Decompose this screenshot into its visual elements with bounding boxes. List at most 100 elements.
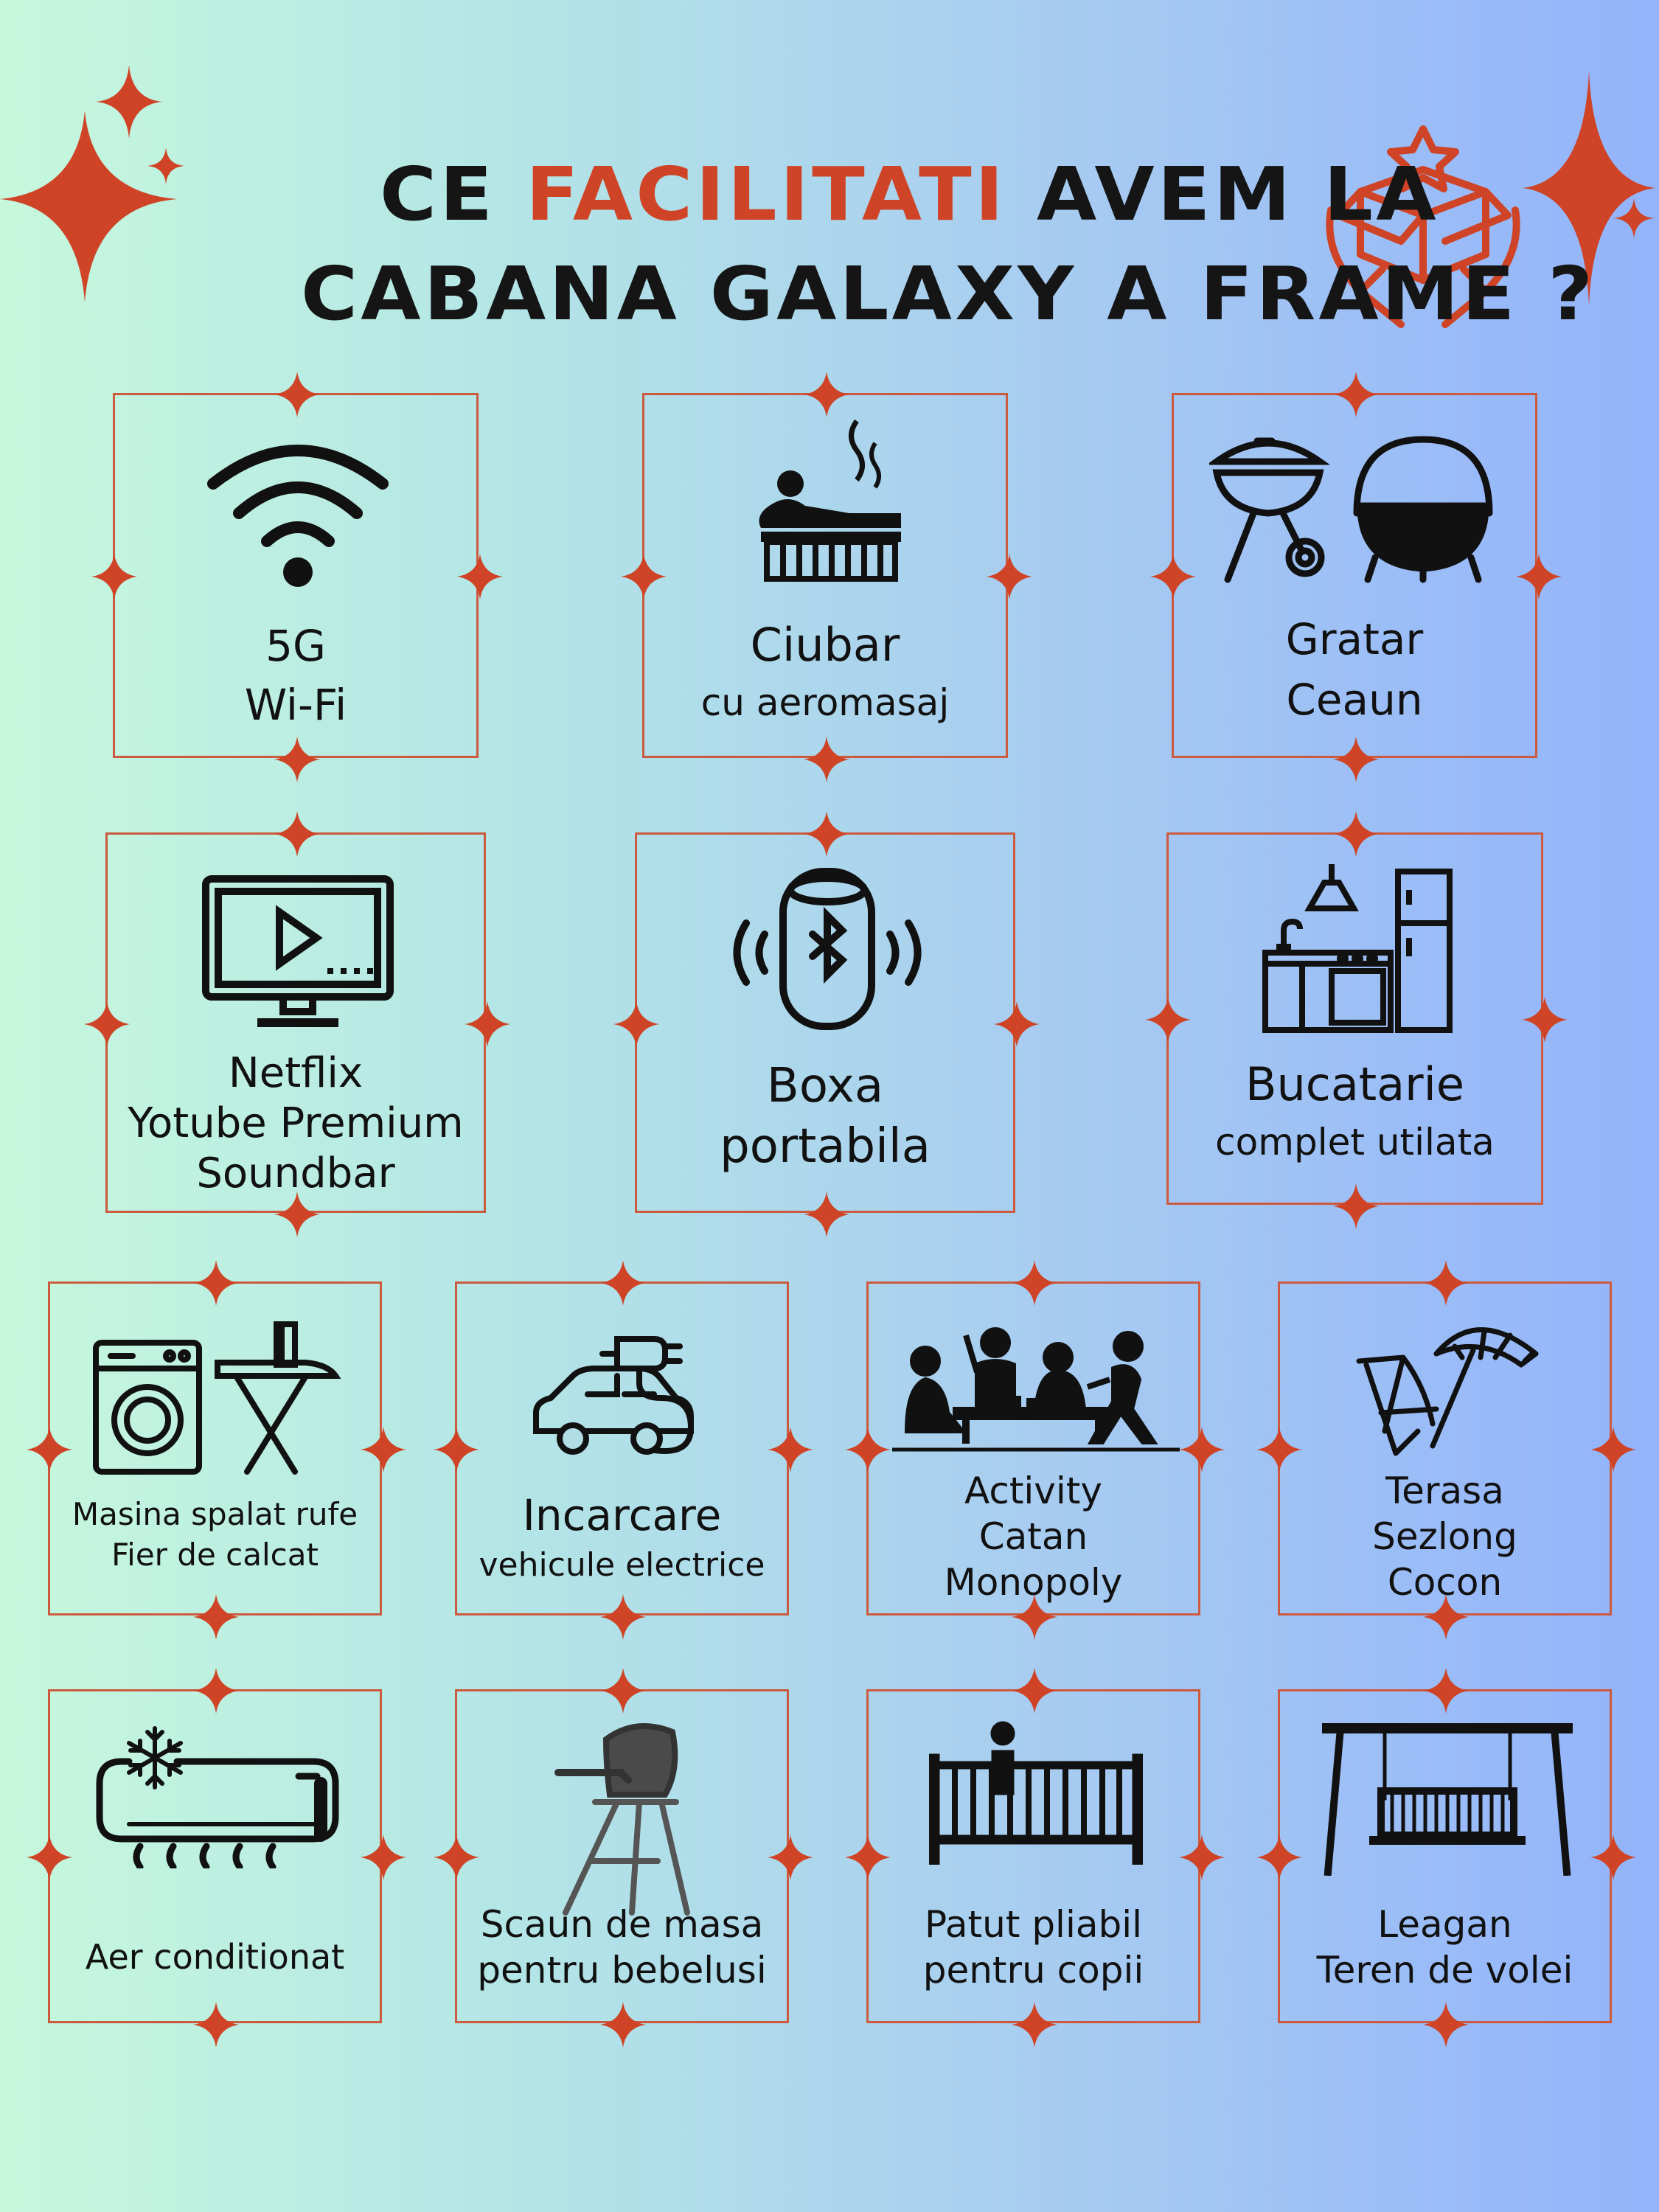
sparkle-icon xyxy=(620,554,667,599)
kitchen-icon xyxy=(1262,864,1453,1037)
sparkle-icon xyxy=(613,1001,659,1047)
sparkle-icon xyxy=(193,1667,239,1714)
facility-label-line: Scaun de masa xyxy=(480,1903,764,1946)
facility-label-line: Gratar xyxy=(1285,614,1424,664)
sparkle-icon xyxy=(600,1593,646,1640)
sparkle-icon xyxy=(456,554,503,599)
facility-label-line: Fier de calcat xyxy=(111,1537,319,1573)
title-line-2: CABANA GALAXY A FRAME ? xyxy=(301,251,1596,337)
sparkle-icon xyxy=(1256,1834,1302,1880)
sparkle-icon xyxy=(1332,736,1379,782)
sparkle-icon xyxy=(1423,2001,1469,2048)
high-chair-icon xyxy=(551,1717,698,1919)
board-games-icon xyxy=(891,1321,1180,1456)
sparkle-icon xyxy=(803,371,849,417)
sparkle-icon xyxy=(986,554,1032,599)
sparkle-icon xyxy=(193,1259,239,1306)
facility-label-line: Cocon xyxy=(1387,1561,1503,1604)
sparkle-star-icon xyxy=(96,65,162,139)
sparkle-icon xyxy=(26,1427,72,1472)
sparkle-icon xyxy=(1423,1593,1469,1640)
facility-label-line: Leagan xyxy=(1377,1903,1512,1946)
washing-machine-iron-icon xyxy=(88,1321,347,1478)
sparkle-star-icon xyxy=(0,111,177,302)
sparkle-icon xyxy=(767,1834,813,1880)
sparkle-icon xyxy=(193,1593,239,1640)
facility-label-line: complet utilata xyxy=(1215,1121,1495,1164)
facility-label-line: Terasa xyxy=(1385,1470,1504,1512)
facility-label-line: Monopoly xyxy=(944,1561,1123,1604)
wifi-icon xyxy=(202,439,394,590)
sparkle-icon xyxy=(433,1427,479,1472)
tv-icon xyxy=(202,875,394,1037)
sparkle-icon xyxy=(803,736,849,782)
sparkle-icon xyxy=(274,371,320,417)
sparkle-icon xyxy=(1256,1427,1302,1472)
facility-label-line: Sezlong xyxy=(1372,1515,1517,1558)
crib-icon xyxy=(928,1717,1143,1868)
sparkle-icon xyxy=(600,2001,646,2048)
facility-label-line: portabila xyxy=(720,1119,931,1174)
sparkle-icon xyxy=(1590,1834,1636,1880)
sparkle-icon xyxy=(193,2001,239,2048)
facility-label-line: Boxa xyxy=(766,1059,884,1113)
sparkle-star-icon xyxy=(1523,70,1655,306)
sparkle-icon xyxy=(26,1834,72,1880)
sparkle-icon xyxy=(1150,554,1196,599)
facility-label-line: pentru copii xyxy=(922,1949,1144,1992)
facility-card: Boxa portabila xyxy=(613,810,1040,1237)
facility-label-line: Yotube Premium xyxy=(128,1099,464,1147)
facility-label-line: Ceaun xyxy=(1286,675,1423,725)
sparkle-icon xyxy=(274,736,320,782)
sparkle-icon xyxy=(1012,1667,1057,1714)
sparkle-icon xyxy=(83,1001,130,1047)
facility-label-line: Wi-Fi xyxy=(244,680,347,730)
gift-in-hands-icon xyxy=(1326,125,1520,328)
sparkle-icon xyxy=(1012,2001,1057,2048)
swing-icon xyxy=(1320,1721,1574,1879)
sparkle-icon xyxy=(1178,1427,1225,1472)
sparkle-icon xyxy=(1012,1259,1057,1306)
title-line-1: CE FACILITATI AVEM LA xyxy=(380,151,1439,237)
sparkle-icon xyxy=(844,1834,891,1880)
sparkle-icon xyxy=(600,1667,646,1714)
terrace-lounger-icon xyxy=(1352,1313,1543,1464)
facility-label-line: Incarcare xyxy=(522,1490,722,1540)
sparkle-icon xyxy=(360,1834,406,1880)
sparkle-star-icon xyxy=(1613,198,1655,239)
facility-label: Aer conditionat xyxy=(50,1935,380,1979)
grill-cauldron-icon xyxy=(1206,432,1504,590)
sparkle-icon xyxy=(1515,554,1562,599)
facility-card: Aer conditionat xyxy=(26,1667,406,2048)
sparkle-icon xyxy=(1423,1259,1469,1306)
title-accent-word: FACILITATI xyxy=(525,151,1007,237)
facility-label-line: Catan xyxy=(978,1515,1088,1558)
sparkle-icon xyxy=(1178,1834,1225,1880)
sparkle-icon xyxy=(993,1001,1040,1047)
sparkle-icon xyxy=(1012,1593,1057,1640)
sparkle-icon xyxy=(1521,997,1568,1043)
sparkle-icon xyxy=(803,810,849,857)
air-conditioner-icon xyxy=(92,1721,343,1871)
ev-charging-icon xyxy=(529,1321,720,1464)
sparkle-icon xyxy=(360,1427,406,1472)
